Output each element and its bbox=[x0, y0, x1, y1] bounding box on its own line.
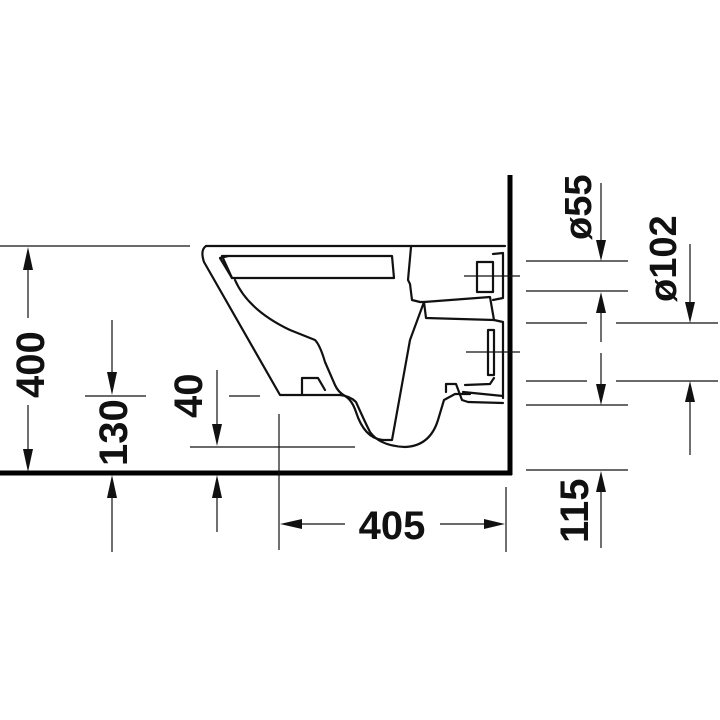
dim-inlet-diameter: ø55 bbox=[558, 175, 606, 405]
label-40: 40 bbox=[167, 374, 211, 419]
front-foot bbox=[300, 376, 327, 397]
rear-foot-lip bbox=[461, 390, 505, 398]
seat-rim bbox=[220, 254, 396, 280]
label-o55: ø55 bbox=[558, 175, 600, 240]
inlet-box bbox=[475, 260, 495, 294]
inlet-channel bbox=[422, 295, 496, 322]
seat-rim-front bbox=[218, 254, 234, 280]
label-400: 400 bbox=[9, 331, 53, 398]
right-extension-lines bbox=[526, 260, 718, 471]
dim-bowl-clearance: 40 bbox=[167, 370, 355, 532]
dim-outlet-diameter: ø102 bbox=[643, 215, 695, 455]
label-405: 405 bbox=[359, 504, 426, 548]
dim-projection: 405 bbox=[278, 414, 507, 552]
toilet-profile bbox=[201, 244, 520, 449]
rear-lower-wall bbox=[492, 318, 505, 400]
rear-divider bbox=[406, 245, 426, 304]
inner-bowl bbox=[233, 278, 426, 442]
trap-outer bbox=[338, 392, 472, 449]
wall-and-floor bbox=[0, 175, 513, 476]
rear-foot bbox=[444, 382, 505, 405]
label-115: 115 bbox=[553, 478, 597, 543]
label-o102: ø102 bbox=[643, 215, 685, 302]
outer-front bbox=[201, 244, 342, 397]
dim-overall-height: 400 bbox=[0, 245, 190, 472]
label-130: 130 bbox=[92, 399, 136, 466]
dim-outlet-height: 115 bbox=[553, 471, 606, 548]
dim-inlet-height: 130 bbox=[85, 320, 146, 552]
rear-foot-top bbox=[463, 376, 496, 387]
